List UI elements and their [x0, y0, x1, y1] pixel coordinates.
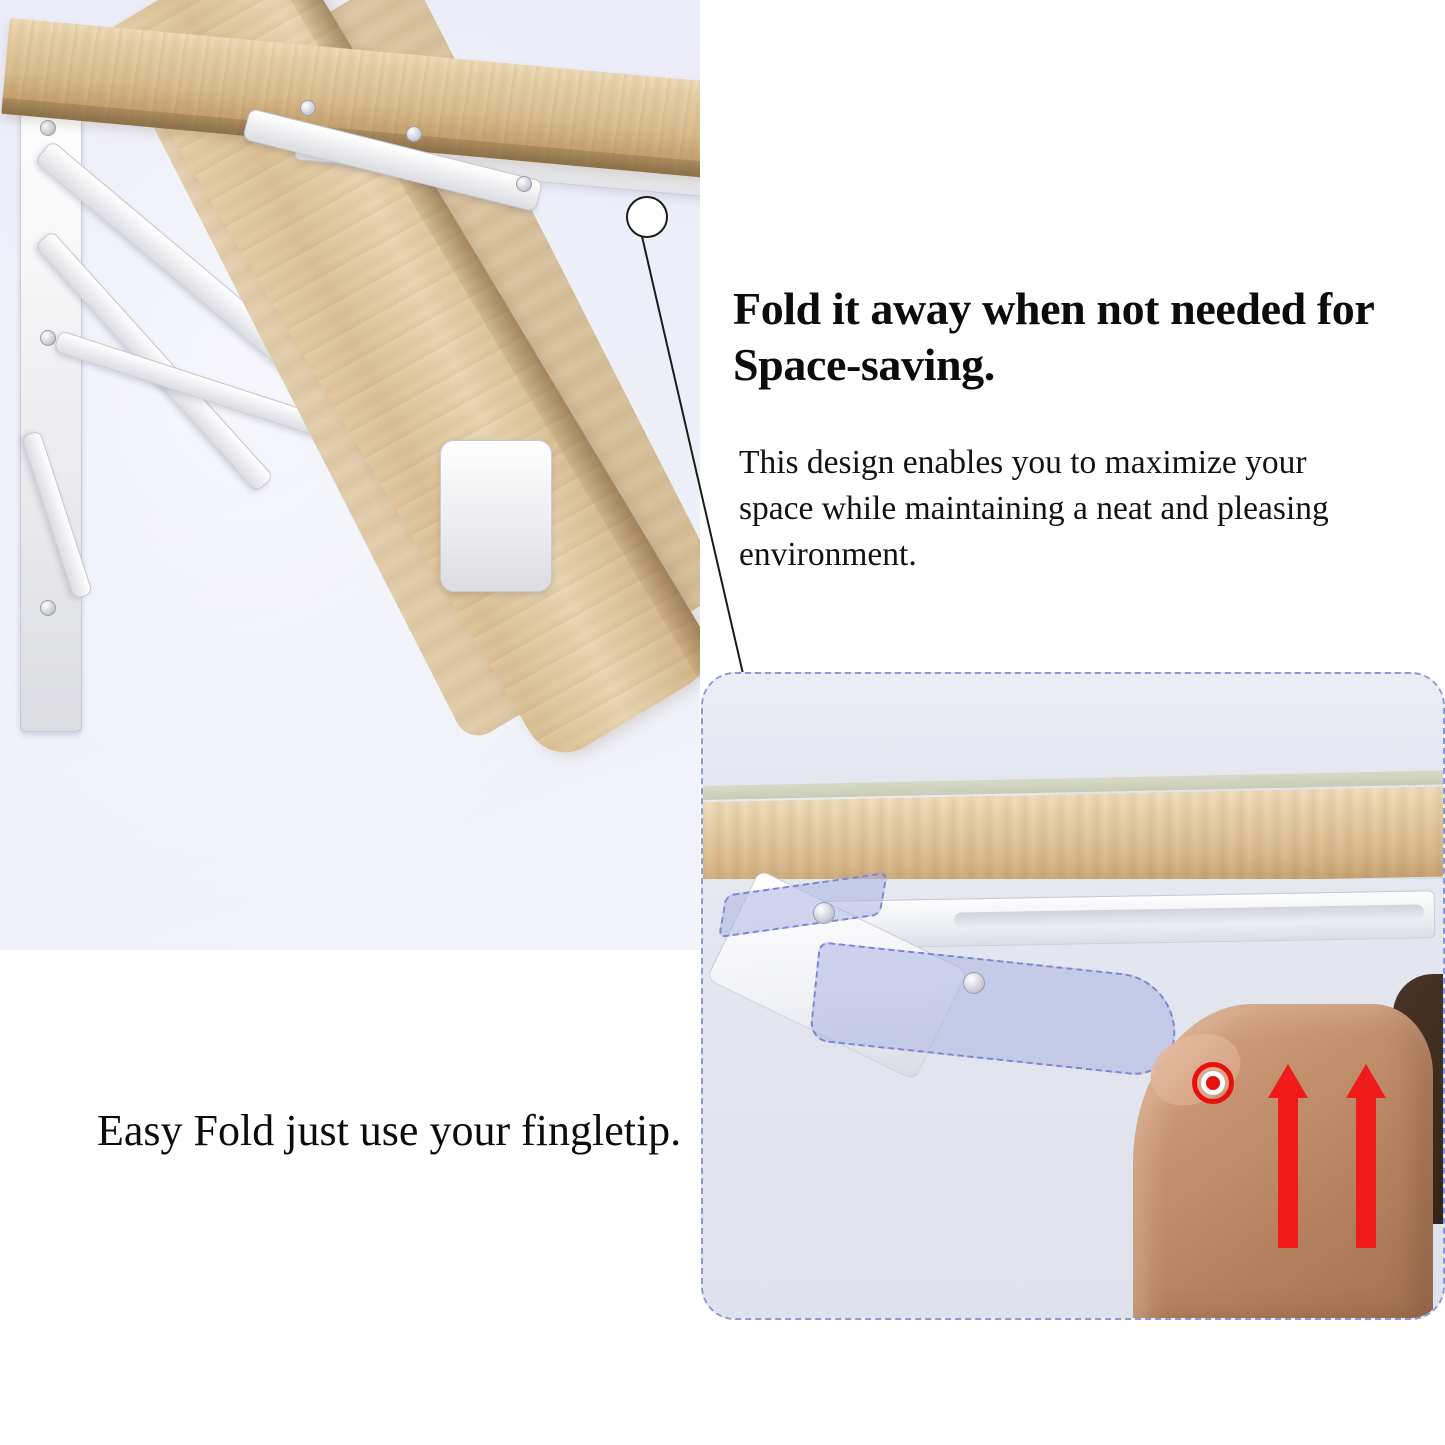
arrow-head [1268, 1064, 1308, 1098]
arrow-shaft [1278, 1098, 1298, 1248]
press-point-target-icon [1192, 1062, 1234, 1104]
arrow-head [1346, 1064, 1386, 1098]
hinge-pin [516, 176, 532, 192]
feature-description: This design enables you to maximize your… [739, 444, 1329, 574]
closeup-hinge-pin [813, 902, 835, 924]
closeup-shelf-plank [703, 785, 1443, 893]
wood-grain-texture [703, 785, 1443, 893]
callout-circle-marker [626, 196, 668, 238]
mount-screw-icon [40, 600, 56, 616]
hero-product-photo [0, 0, 700, 950]
closeup-hinge-pin [963, 972, 985, 994]
detail-closeup-card [701, 672, 1445, 1320]
feature-headline: Fold it away when not needed for Space-s… [733, 283, 1374, 391]
wall-mount-plate [20, 90, 82, 732]
closeup-rail-slot [953, 904, 1425, 928]
lower-bracket-body [440, 440, 552, 592]
mount-screw-icon [40, 330, 56, 346]
secondary-headline: Easy Fold just use your fingletip. [97, 1106, 682, 1155]
mount-screw-icon [40, 120, 56, 136]
hinge-pin [406, 126, 422, 142]
hinge-pin [300, 100, 316, 116]
arrow-shaft [1356, 1098, 1376, 1248]
